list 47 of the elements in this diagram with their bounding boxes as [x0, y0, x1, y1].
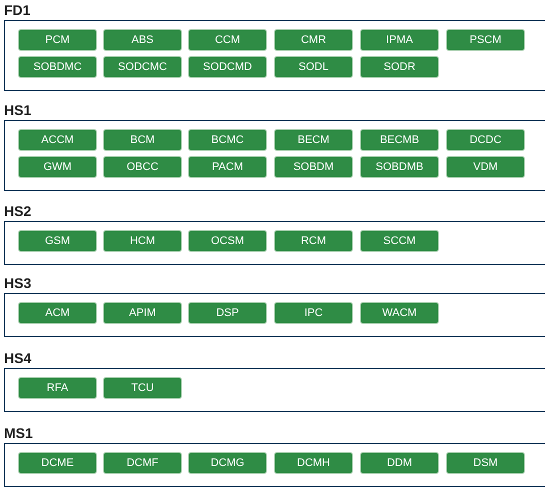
module-button: CMR: [274, 29, 353, 51]
module-button: DSP: [188, 302, 267, 324]
module-button: SOBDMC: [18, 56, 97, 78]
module-button: GWM: [18, 156, 97, 178]
module-button: PSCM: [446, 29, 525, 51]
module-button: HCM: [103, 230, 182, 252]
module-button: VDM: [446, 156, 525, 178]
module-button: BECMB: [360, 129, 439, 151]
group-heading: HS3: [4, 275, 32, 291]
module-button: BCM: [103, 129, 182, 151]
module-button: OCSM: [188, 230, 267, 252]
module-button: GSM: [18, 230, 97, 252]
module-button: DCME: [18, 452, 97, 474]
group-heading: MS1: [4, 425, 33, 441]
module-button: RCM: [274, 230, 353, 252]
module-button: SODR: [360, 56, 439, 78]
module-button: ACCM: [18, 129, 97, 151]
module-button: DCMG: [188, 452, 267, 474]
module-button: IPC: [274, 302, 353, 324]
module-button: SODL: [274, 56, 353, 78]
module-button: DDM: [360, 452, 439, 474]
group-heading: HS4: [4, 350, 32, 366]
module-button: PCM: [18, 29, 97, 51]
module-button: RFA: [18, 377, 97, 399]
module-button: BCMC: [188, 129, 267, 151]
module-button: SCCM: [360, 230, 439, 252]
module-button: PACM: [188, 156, 267, 178]
module-button: BECM: [274, 129, 353, 151]
group-heading: FD1: [4, 2, 30, 18]
module-button: CCM: [188, 29, 267, 51]
module-button: ACM: [18, 302, 97, 324]
module-button: WACM: [360, 302, 439, 324]
module-button: OBCC: [103, 156, 182, 178]
module-button: DSM: [446, 452, 525, 474]
module-button: SODCMC: [103, 56, 182, 78]
module-button: ABS: [103, 29, 182, 51]
module-button: SODCMD: [188, 56, 267, 78]
module-button: DCMF: [103, 452, 182, 474]
group-heading: HS2: [4, 203, 32, 219]
module-button: IPMA: [360, 29, 439, 51]
module-button: DCDC: [446, 129, 525, 151]
module-button: APIM: [103, 302, 182, 324]
module-button: SOBDM: [274, 156, 353, 178]
module-button: DCMH: [274, 452, 353, 474]
module-button: TCU: [103, 377, 182, 399]
group-heading: HS1: [4, 102, 32, 118]
module-button: SOBDMB: [360, 156, 439, 178]
